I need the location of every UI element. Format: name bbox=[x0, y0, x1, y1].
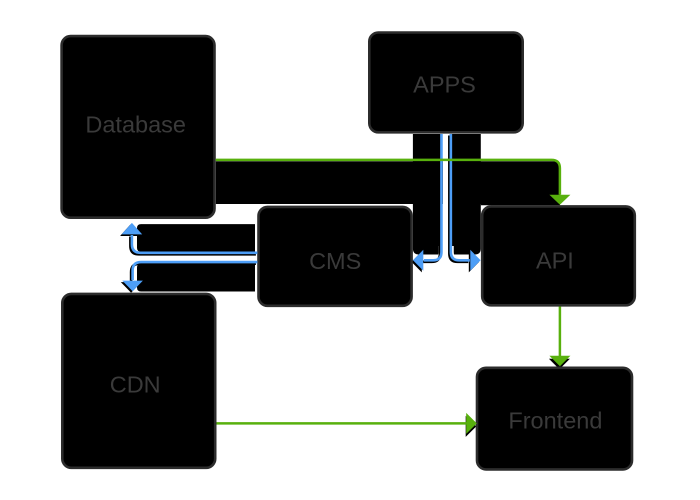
svg-text:CDN: CDN bbox=[110, 372, 161, 398]
svg-text:Database: Database bbox=[85, 111, 186, 137]
svg-text:Frontend: Frontend bbox=[508, 408, 602, 434]
svg-text:APPS: APPS bbox=[413, 71, 476, 97]
svg-text:API: API bbox=[536, 247, 574, 273]
svg-text:CMS: CMS bbox=[309, 248, 361, 274]
